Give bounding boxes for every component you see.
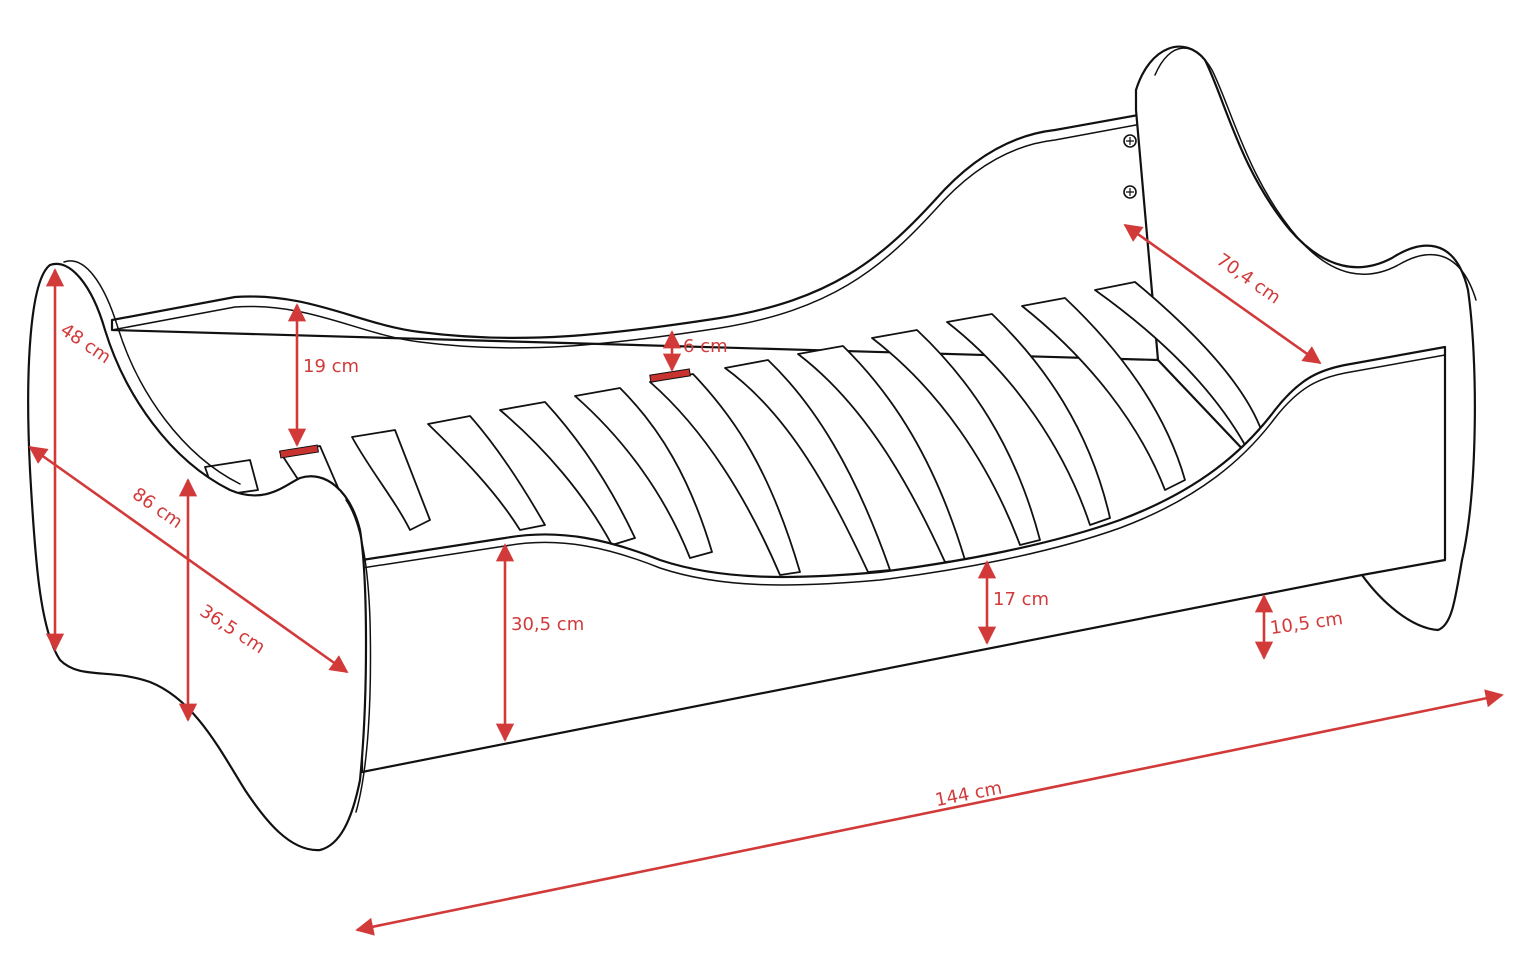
dim-30-5-label: 30,5 cm xyxy=(511,614,584,635)
front-side-rail xyxy=(360,345,1447,774)
back-side-rail xyxy=(110,110,1160,362)
dim-144-label: 144 cm xyxy=(934,778,1004,811)
slat xyxy=(946,313,1111,526)
slat-group xyxy=(204,281,1263,576)
screw-top-icon xyxy=(1123,134,1137,148)
dim-144-line xyxy=(355,689,1504,936)
screw-bottom-icon xyxy=(1123,185,1137,199)
slat xyxy=(871,329,1041,546)
slat xyxy=(574,387,713,559)
slat xyxy=(499,401,636,546)
red-pad-center xyxy=(649,368,691,383)
slat xyxy=(351,429,431,531)
slat xyxy=(649,373,801,576)
dim-6-label: 6 cm xyxy=(683,336,728,357)
dim-70-4-line xyxy=(1123,223,1322,365)
slat xyxy=(1021,297,1186,491)
dim-10-5-label: 10,5 cm xyxy=(1269,608,1344,639)
dim-17-label: 17 cm xyxy=(993,589,1049,610)
slat xyxy=(427,415,546,531)
dim-19-label: 19 cm xyxy=(303,356,359,377)
